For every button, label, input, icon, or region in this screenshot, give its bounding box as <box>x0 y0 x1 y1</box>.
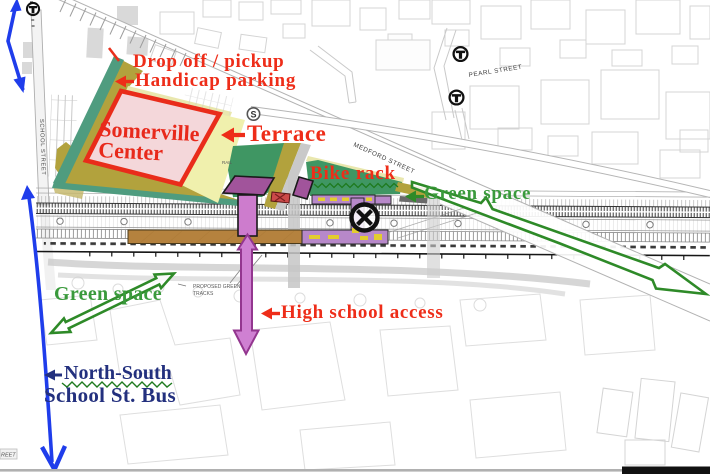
svg-text:REET: REET <box>1 453 16 459</box>
svg-text:SCHOOL STREET: SCHOOL STREET <box>38 119 46 176</box>
svg-text:PROPOSED GREEN LINE: PROPOSED GREEN LINE <box>193 284 254 290</box>
svg-text:RAIL: RAIL <box>222 160 233 165</box>
svg-text:TRACKS: TRACKS <box>193 291 214 297</box>
svg-text:PEARL STREET: PEARL STREET <box>468 64 523 79</box>
svg-text:S: S <box>250 110 256 120</box>
